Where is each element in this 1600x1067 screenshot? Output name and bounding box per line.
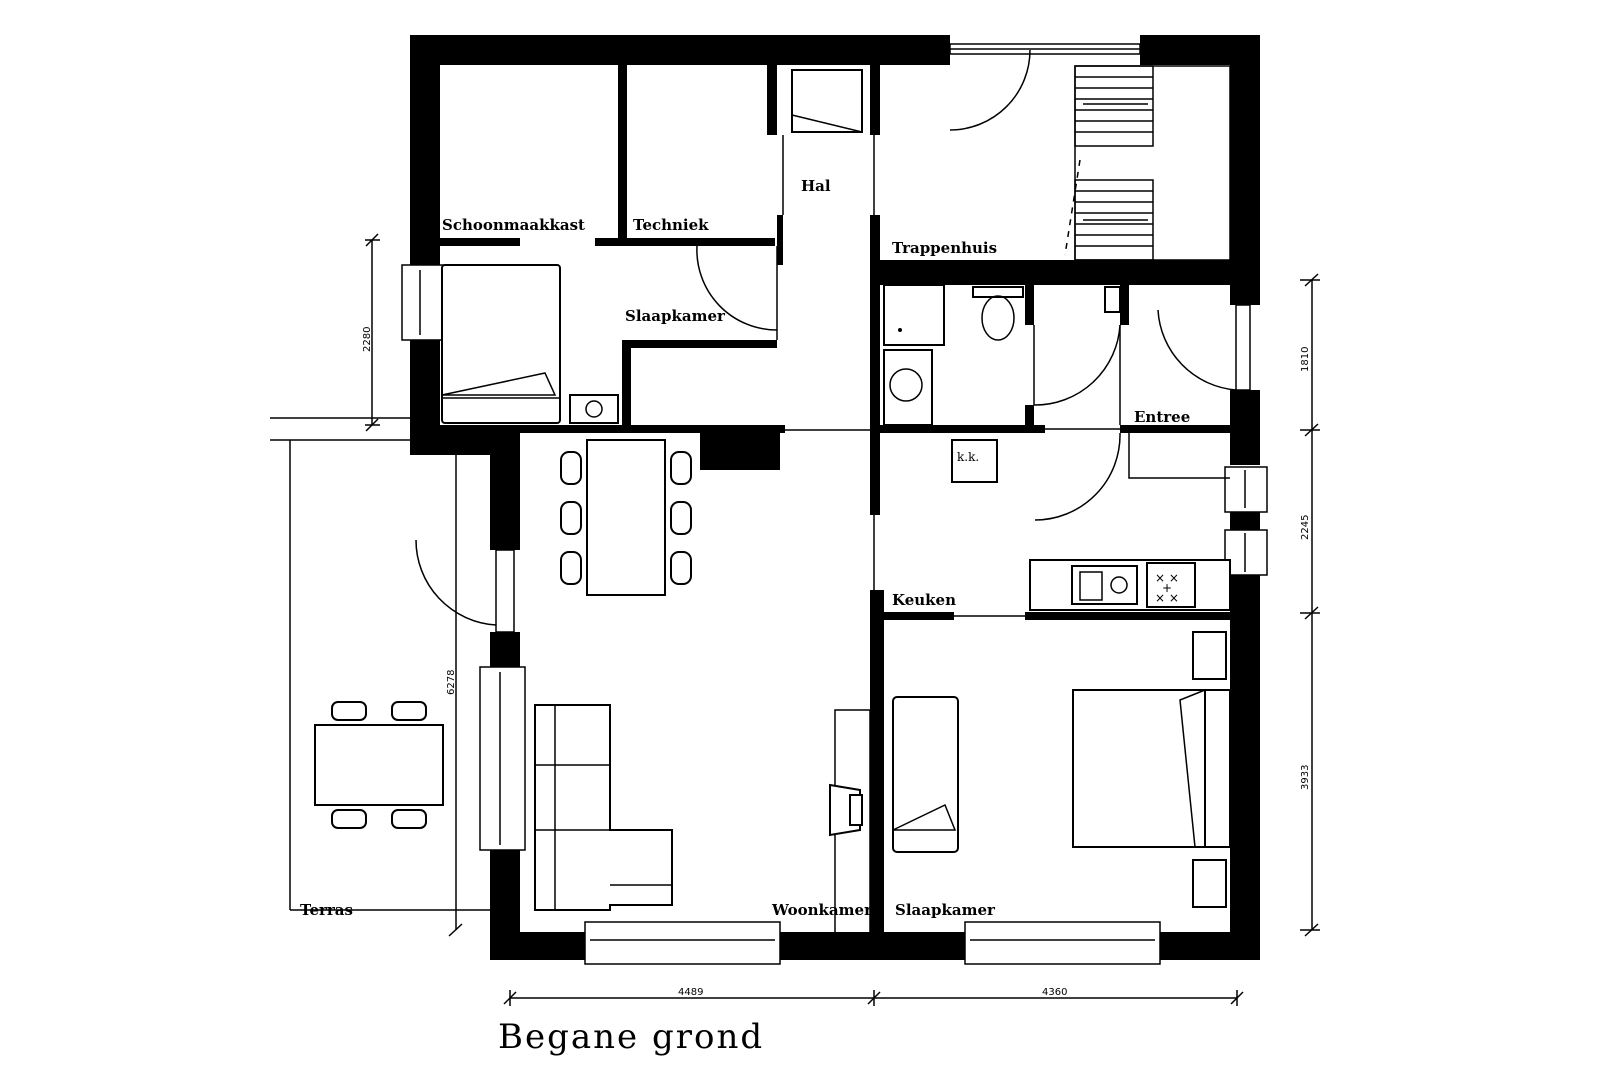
room-labels: Schoonmaakkast Techniek Hal Trappenhuis …: [300, 177, 1190, 919]
label-techniek: Techniek: [633, 216, 709, 234]
stairs: [1064, 65, 1231, 261]
windows: [401, 43, 1268, 965]
svg-text:× ×: × ×: [1155, 571, 1179, 585]
plan-title: Begane grond: [498, 1017, 764, 1057]
furniture: × × + × ×: [314, 69, 1231, 936]
dim-bottom-right: 4360: [1042, 987, 1067, 998]
dimension-lines: 2280 6278 1810 2245 3933 4489 4360: [362, 233, 1320, 1006]
dim-right-top: 1810: [1300, 347, 1311, 372]
label-keuken: Keuken: [892, 591, 956, 609]
label-trappenhuis: Trappenhuis: [892, 239, 997, 257]
dim-terrace: 6278: [446, 670, 457, 695]
dim-right-bottom: 3933: [1300, 765, 1311, 790]
label-slaapkamer-2: Slaapkamer: [895, 901, 996, 919]
label-slaapkamer-1: Slaapkamer: [625, 307, 726, 325]
label-entree: Entree: [1134, 408, 1190, 426]
svg-text:+: +: [1162, 581, 1172, 595]
dim-left-bedroom: 2280: [362, 327, 373, 352]
label-schoonmaakkast: Schoonmaakkast: [442, 216, 585, 234]
label-terras: Terras: [300, 901, 353, 919]
dim-right-mid: 2245: [1300, 515, 1311, 540]
svg-text:× ×: × ×: [1155, 591, 1179, 605]
dim-bottom-left: 4489: [678, 987, 703, 998]
walls: [410, 35, 1260, 960]
label-hal: Hal: [801, 177, 831, 195]
label-woonkamer: Woonkamer: [771, 901, 873, 919]
terrace-outline: [270, 417, 490, 911]
door-swings: [415, 49, 1237, 626]
label-kk: k.k.: [957, 450, 979, 464]
